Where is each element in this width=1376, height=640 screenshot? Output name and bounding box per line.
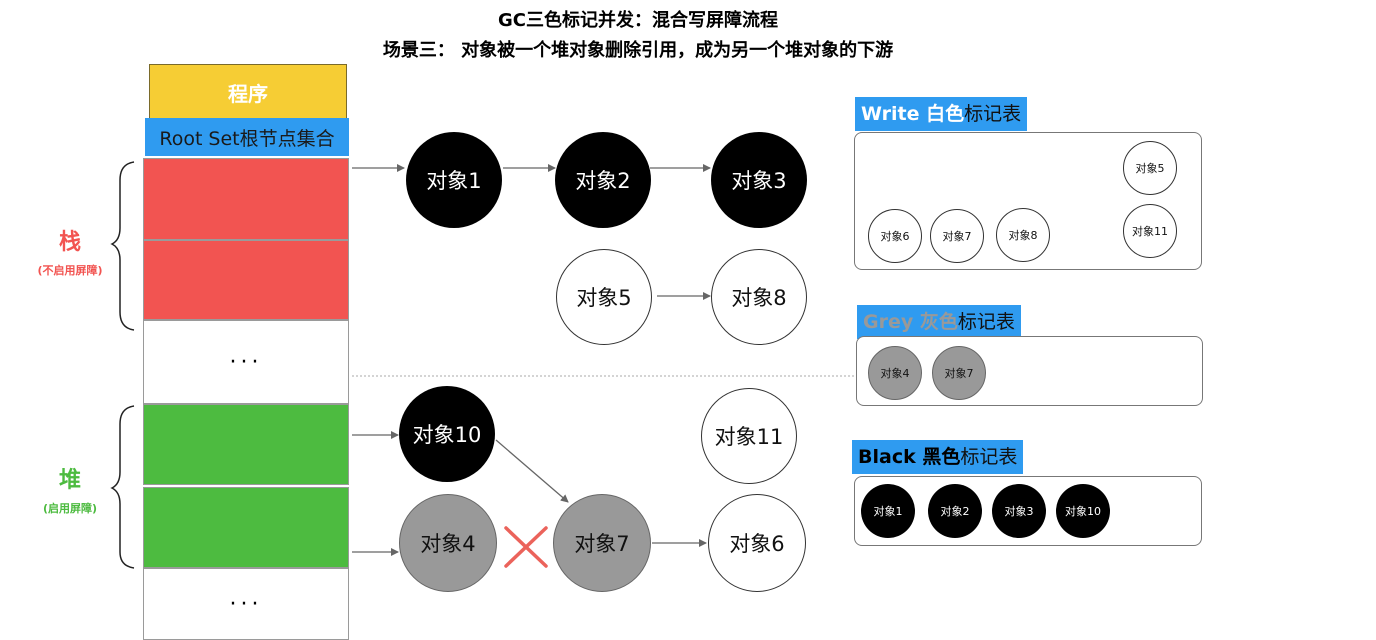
black-table-title-suffix: 标记表 — [960, 446, 1018, 468]
grey-table-title-main: Grey 灰色 — [863, 311, 958, 333]
black-table-title-main: Black 黑色 — [858, 446, 961, 468]
black-table-title: Black 黑色标记表 — [852, 440, 1024, 474]
stack-brace — [110, 161, 135, 331]
white-table-item: 对象5 — [1123, 141, 1177, 195]
heap-brace — [110, 405, 135, 569]
program-box: 程序 — [149, 64, 347, 120]
object-4: 对象4 — [399, 494, 497, 592]
object-2: 对象2 — [555, 132, 651, 228]
diagram-title: GC三色标记并发：混合写屏障流程 — [498, 10, 778, 31]
stack-note: (不启用屏障) — [37, 264, 103, 277]
ellipsis-text: ··· — [229, 349, 263, 375]
object-8: 对象8 — [711, 249, 807, 345]
white-table-item: 对象8 — [996, 208, 1050, 262]
grey-table-item: 对象4 — [868, 346, 922, 400]
heap-title: 堆 — [58, 468, 81, 493]
object-5: 对象5 — [556, 249, 652, 345]
white-table-item: 对象11 — [1123, 204, 1177, 258]
root-set-box: Root Set根节点集合 — [145, 118, 349, 156]
grey-table-title: Grey 灰色标记表 — [857, 305, 1021, 339]
stack-title: 栈 — [58, 230, 81, 255]
object-11: 对象11 — [701, 388, 797, 484]
heap-ellipsis-cell: ··· — [143, 568, 349, 640]
white-table-item: 对象6 — [868, 209, 922, 263]
black-table-item: 对象3 — [992, 484, 1046, 538]
stack-label: 栈 (不启用屏障) — [25, 224, 115, 278]
stack-cell-1 — [143, 158, 349, 240]
heap-cell-2 — [143, 487, 349, 568]
heap-note: (启用屏障) — [42, 502, 98, 515]
edge-o10-o7 — [495, 439, 569, 503]
black-table-item: 对象2 — [928, 484, 982, 538]
black-table-item: 对象10 — [1056, 484, 1110, 538]
white-table-item: 对象7 — [930, 209, 984, 263]
object-6: 对象6 — [708, 494, 806, 592]
heap-label: 堆 (启用屏障) — [25, 462, 115, 516]
stack-ellipsis-cell: ··· — [143, 320, 349, 404]
object-1: 对象1 — [406, 132, 502, 228]
heap-cell-1 — [143, 404, 349, 485]
black-table-item: 对象1 — [861, 484, 915, 538]
ellipsis-text: ··· — [229, 591, 263, 617]
object-3: 对象3 — [711, 132, 807, 228]
deleted-reference-cross — [504, 526, 548, 568]
diagram-subtitle: 场景三： 对象被一个堆对象删除引用，成为另一个堆对象的下游 — [382, 40, 894, 61]
stack-cell-2 — [143, 240, 349, 320]
white-table-title-main: Write 白色 — [861, 103, 965, 125]
grey-table-title-suffix: 标记表 — [957, 311, 1015, 333]
white-table-title: Write 白色标记表 — [855, 97, 1028, 131]
object-7: 对象7 — [553, 494, 651, 592]
white-table-title-suffix: 标记表 — [964, 103, 1022, 125]
object-10: 对象10 — [399, 386, 495, 482]
grey-table-item: 对象7 — [932, 346, 986, 400]
